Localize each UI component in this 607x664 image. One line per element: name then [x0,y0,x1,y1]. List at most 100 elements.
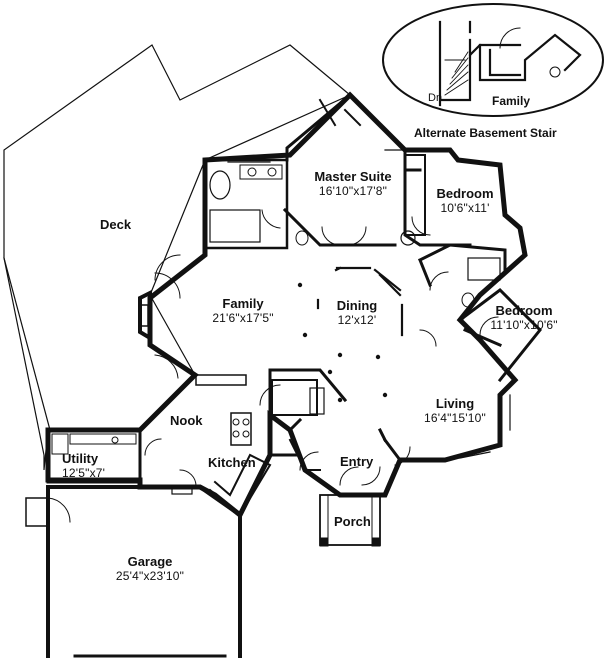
room-name: Utility [62,451,99,466]
room-name: Garage [127,554,173,569]
master-bath [203,158,289,250]
room-label-dining: Dining 12'x12' [322,298,392,328]
entry-walls [287,417,403,472]
room-name: Bedroom [436,186,494,201]
door-swing [154,254,181,299]
counter-icon [69,433,137,445]
door-swing [394,446,411,466]
hall-bath-walls [417,243,507,287]
room-dimensions: 10'6"x11' [440,200,490,215]
room-label-deck: Deck [100,217,132,233]
bedroom-2-walls [457,288,543,383]
porch-steps [327,494,373,539]
family-text: Family [492,94,531,108]
stair-treads [444,51,469,96]
room-label-porch: Porch [334,514,371,530]
porch-column [371,537,381,547]
door-swing [419,329,437,347]
door-swing [321,226,367,246]
utility-room [46,428,142,484]
inset-oval [382,3,604,117]
tub-icon [467,257,501,281]
toilet-icon [295,230,309,246]
sink-icon [267,167,277,177]
door-swing [479,316,499,336]
door-swing [499,27,521,49]
door-swing [299,451,319,471]
room-name: Bedroom [495,303,553,318]
room-label-nook: Nook [170,413,203,429]
room-name: Living [435,396,475,411]
room-name: Porch [334,514,371,529]
vanity-icon [239,164,283,180]
room-label-utility: Utility 12'5"x7' [62,451,132,481]
room-label-kitchen: Kitchen [208,455,256,471]
room-label-bedroom-1: Bedroom 10'6"x11' [425,186,505,216]
master-suite-wall [285,92,353,162]
room-name: Deck [100,217,132,232]
room-label-family: Family 21'6"x17'5" [198,296,288,326]
room-dimensions: 16'10"x17'8" [318,183,388,198]
deck-outline [3,44,352,471]
door-swing [339,466,381,486]
room-dimensions: 12'x12' [337,312,377,327]
toilet-icon [549,66,561,78]
dining-table-outline [373,268,402,292]
door-swing [429,271,449,291]
dn-text: Dn [428,92,443,104]
pantry [271,379,318,416]
fireplace-firebox [141,304,149,327]
garage-side-door [25,497,49,527]
room-name: Dining [336,298,378,313]
burner-icon [232,430,240,438]
fireplace [138,289,152,342]
room-dimensions: 12'5"x7' [62,465,106,480]
deck-edge [3,257,51,431]
room-dimensions: 11'10"x10'6" [490,317,558,332]
water-heater-icon [400,230,416,246]
porch-column [319,537,329,547]
room-label-garage: Garage 25'4"x23'10" [95,554,205,584]
room-label-entry: Entry [340,454,374,470]
entry-closet [288,438,321,471]
room-label-living: Living 16'4"15'10" [410,396,500,426]
kitchen-walls [268,368,348,457]
washer-icon [51,433,69,455]
fridge-icon [309,387,325,415]
tub-icon [209,170,231,200]
shower-icon [209,209,261,243]
sink-icon [111,436,119,444]
room-name: Nook [170,413,203,428]
burner-icon [242,430,250,438]
window [227,149,511,459]
room-name: Kitchen [208,455,256,470]
door-swing [47,497,71,523]
room-name: Entry [340,454,374,469]
burner-icon [232,418,240,426]
door-swing [144,438,162,456]
inset-family-label: Family [492,92,530,110]
door-swing [261,209,281,229]
ceiling-dots [297,282,388,403]
closet-wall [318,98,362,127]
door-swing [154,354,179,379]
porch [319,494,381,546]
room-name: Master Suite [314,169,392,184]
room-label-bedroom-2: Bedroom 11'10"x10'6" [474,303,574,333]
room-name: Family [222,296,264,311]
master-suite-inner-wall [282,207,397,247]
toilet-icon [461,292,475,308]
sink-icon [247,167,257,177]
inset-caption: Alternate Basement Stair [414,124,557,142]
inset-stair-detail [438,20,582,107]
door-swing [179,469,197,487]
door-swing [259,384,281,406]
closet [404,154,426,236]
room-dimensions: 25'4"x23'10" [115,568,185,583]
dining-table-outline [316,266,404,337]
utility-step [171,485,193,495]
range-icon [230,412,252,446]
room-dimensions: 16'4"15'10" [423,410,487,425]
room-label-master-suite: Master Suite 16'10"x17'8" [298,169,408,199]
